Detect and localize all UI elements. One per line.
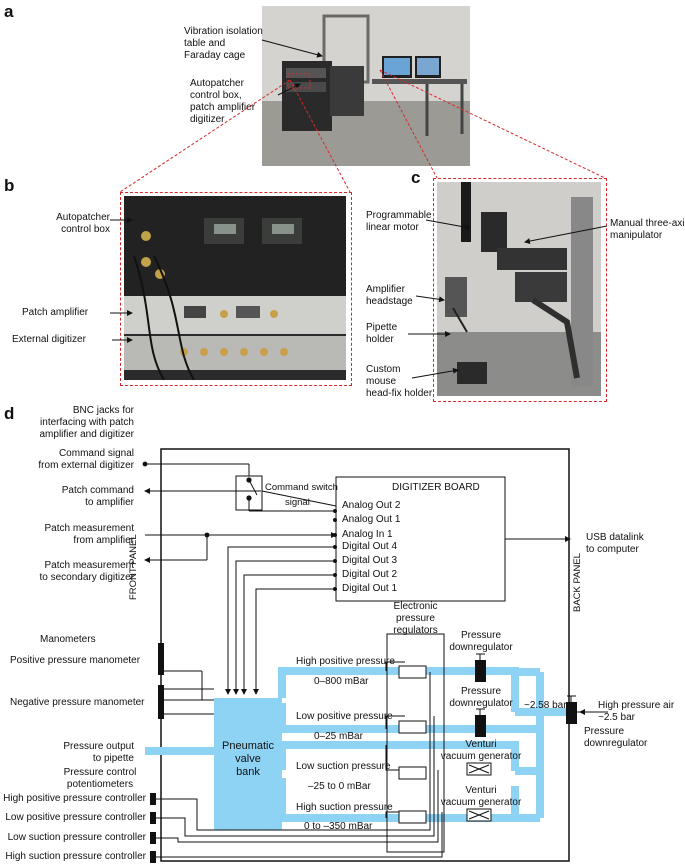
- panel-b-arrows: [110, 217, 133, 343]
- downregulator-right: [566, 702, 577, 724]
- patch-amplifier-label: Patch amplifier: [22, 307, 89, 318]
- channel-analog-in-1: Analog In 1: [342, 529, 393, 540]
- pressure-output-label: Pressure output to pipette: [63, 741, 134, 764]
- range-low-positive: 0–25 mBar: [314, 731, 363, 742]
- controller-label-2: Low positive pressure controller: [5, 812, 146, 823]
- panel-c-arrows: [408, 219, 608, 379]
- panel-label-b: b: [4, 176, 15, 195]
- front-panel-label: FRONT PANEL: [128, 534, 139, 600]
- panel-label-c: c: [411, 168, 421, 187]
- controller-label-3: Low suction pressure controller: [7, 832, 146, 843]
- channel-analog-out-1: Analog Out 1: [342, 514, 401, 525]
- patch-command-label: Patch command to amplifier: [61, 485, 134, 508]
- vibration-table-label: Vibration isolation table and Faraday ca…: [184, 26, 263, 61]
- venturi-label-1: Venturi vacuum generator: [440, 739, 522, 762]
- line-high-positive: High positive pressure: [296, 656, 395, 667]
- mouse-holder-label: Custom mouse head-fix holder: [366, 364, 433, 399]
- patch-measurement-label: Patch measurement from amplifier: [44, 523, 135, 546]
- linear-motor-label: Programmable linear motor: [366, 210, 432, 233]
- controller-block-1: [150, 793, 156, 805]
- control-box-label: Autopatcher control box: [56, 212, 110, 235]
- manometers-label: Manometers: [40, 634, 96, 645]
- line-high-suction: High suction pressure: [296, 802, 393, 813]
- downregulator-label-1: Pressure downregulator: [449, 630, 513, 653]
- channel-digital-out-4: Digital Out 4: [342, 541, 398, 552]
- downregulator-right-label: Pressure downregulator: [584, 726, 648, 749]
- back-panel-label: BACK PANEL: [572, 553, 583, 612]
- line-low-suction: Low suction pressure: [296, 761, 391, 772]
- channel-analog-out-2: Analog Out 2: [342, 500, 401, 511]
- control-box-photo: [124, 196, 346, 380]
- command-signal-label: Command signal from external digitizer: [38, 448, 134, 471]
- channel-digital-out-1: Digital Out 1: [342, 583, 398, 594]
- panel-label-d: d: [4, 404, 15, 423]
- epr-2: [398, 720, 427, 734]
- command-switch-label: Command switch signal: [265, 482, 338, 508]
- controller-block-4: [150, 851, 156, 863]
- digitizer-board: [335, 476, 506, 602]
- bnc-jacks-label: BNC jacks for interfacing with patch amp…: [39, 405, 135, 440]
- epr-label: Electronic pressure regulators: [393, 601, 438, 636]
- range-high-positive: 0–800 mBar: [314, 676, 369, 687]
- high-pressure-air-label: High pressure air ~2.5 bar: [598, 700, 675, 723]
- potentiometers-label: Pressure control potentiometers: [63, 767, 137, 790]
- channel-digital-out-2: Digital Out 2: [342, 569, 398, 580]
- epr-4: [398, 810, 427, 824]
- patch-measurement-secondary-label: Patch measurement to secondary digitizer: [39, 560, 135, 583]
- range-high-suction: 0 to –350 mBar: [304, 821, 373, 832]
- downregulator-label-2: Pressure downregulator: [449, 686, 513, 709]
- command-switch: [235, 475, 263, 511]
- line-low-positive: Low positive pressure: [296, 711, 393, 722]
- positive-manometer: [158, 643, 164, 675]
- controller-block-2: [150, 812, 156, 824]
- pneumatic-valve-bank: [214, 698, 282, 830]
- headstage-label: Amplifier headstage: [366, 284, 413, 307]
- panel-c-frame: [433, 178, 607, 402]
- epr-3: [398, 766, 427, 780]
- panel-label-a: a: [4, 2, 14, 21]
- channel-digital-out-3: Digital Out 3: [342, 555, 398, 566]
- controller-block-3: [150, 832, 156, 844]
- range-low-suction: –25 to 0 mBar: [308, 781, 371, 792]
- autopatcher-box-label: Autopatcher control box, patch amplifier…: [190, 78, 256, 125]
- pipette-holder-label: Pipette holder: [366, 322, 398, 345]
- panel-a-arrows: [119, 39, 606, 193]
- negative-manometer-label: Negative pressure manometer: [10, 697, 145, 708]
- negative-manometer: [158, 685, 164, 719]
- manipulator-label: Manual three-axis manipulator: [610, 218, 685, 241]
- usb-datalink-label: USB datalink to computer: [586, 532, 644, 555]
- arrow-vibration: [261, 39, 323, 58]
- pneumatic-valve-bank-label: Pneumatic valve bank: [222, 740, 274, 778]
- epr-column: [386, 633, 445, 853]
- controller-label-4: High suction pressure controller: [5, 851, 146, 862]
- venturi-label-2: Venturi vacuum generator: [440, 785, 522, 808]
- downregulator-2: [475, 715, 486, 737]
- positive-manometer-label: Positive pressure manometer: [10, 655, 141, 666]
- external-digitizer-label: External digitizer: [12, 334, 86, 345]
- arrow-autopatcher: [277, 83, 301, 96]
- digitizer-board-title: DIGITIZER BOARD: [392, 482, 480, 493]
- rig-photo: [437, 182, 601, 396]
- epr-1: [398, 665, 427, 679]
- downregulator-1: [475, 660, 486, 682]
- bar-value-label: ~2.58 bar: [524, 700, 567, 711]
- controller-label-1: High positive pressure controller: [3, 793, 146, 804]
- panel-b-frame: [120, 192, 352, 386]
